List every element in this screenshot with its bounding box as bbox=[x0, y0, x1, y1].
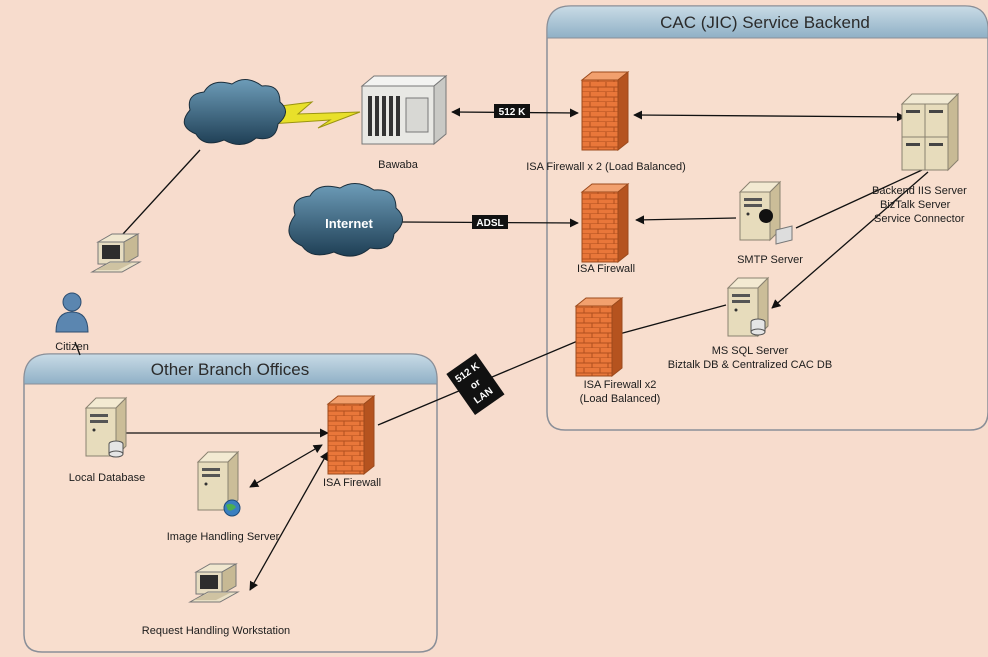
line-backend-sql bbox=[771, 171, 929, 309]
line-sql-fw bbox=[607, 304, 727, 340]
link-tag-512k: 512 K bbox=[494, 104, 530, 118]
line-fw-backend bbox=[633, 110, 906, 122]
bawaba-label: Bawaba bbox=[378, 159, 419, 171]
isa-firewall-icon bbox=[581, 183, 629, 263]
mssql-server-icon bbox=[727, 277, 769, 337]
citizen-pc-icon bbox=[91, 233, 141, 273]
isa-firewall-x2-label-line2: (Load Balanced) bbox=[580, 393, 661, 405]
line-cloud-pc bbox=[122, 149, 201, 235]
bawaba-server-icon bbox=[360, 74, 448, 146]
svg-text:ADSL: ADSL bbox=[476, 218, 503, 229]
line-backend-smtp bbox=[795, 169, 923, 229]
backend-group-title: CAC (JIC) Service Backend bbox=[660, 13, 870, 32]
svg-text:512 K: 512 K bbox=[499, 107, 526, 118]
image-server-label: Image Handling Server bbox=[167, 531, 280, 543]
isa-firewall-lb-icon bbox=[581, 71, 629, 151]
isa-firewall-label: ISA Firewall bbox=[577, 263, 635, 275]
isa-firewall-x2-icon bbox=[575, 297, 623, 377]
lightning-icon bbox=[264, 101, 361, 129]
link-tag-512k-lan: 512 K or LAN bbox=[446, 353, 505, 415]
isa-firewall-lb-label: ISA Firewall x 2 (Load Balanced) bbox=[526, 161, 686, 173]
local-database-icon bbox=[85, 397, 127, 458]
line-smtp-fw bbox=[635, 215, 737, 225]
workstation-label: Request Handling Workstation bbox=[142, 625, 290, 637]
internet-cloud: Internet bbox=[288, 183, 403, 257]
mssql-label-line1: MS SQL Server bbox=[712, 345, 789, 357]
image-server-icon bbox=[197, 451, 241, 517]
backend-label-line3: Service Connector bbox=[874, 213, 965, 225]
backend-label-line2: BizTalk Server bbox=[880, 199, 951, 211]
backend-label-line1: Backend IIS Server bbox=[872, 185, 967, 197]
internet-label: Internet bbox=[325, 216, 373, 231]
line-fw-workstation bbox=[249, 451, 329, 591]
isp-cloud bbox=[183, 79, 286, 145]
citizen-label: Citizen bbox=[55, 341, 89, 353]
line-citizen-branch bbox=[74, 341, 81, 356]
isa-firewall-x2-label-line1: ISA Firewall x2 bbox=[584, 379, 657, 391]
mssql-label-line2: Biztalk DB & Centralized CAC DB bbox=[668, 359, 832, 371]
branch-isa-firewall-icon bbox=[327, 395, 375, 475]
branch-isa-firewall-label: ISA Firewall bbox=[323, 477, 381, 489]
local-database-label: Local Database bbox=[69, 472, 145, 484]
backend-server-cluster-icon bbox=[900, 92, 960, 172]
citizen-user-icon bbox=[55, 292, 89, 333]
smtp-server-label: SMTP Server bbox=[737, 254, 803, 266]
smtp-server-icon bbox=[739, 181, 793, 245]
link-tag-adsl: ADSL bbox=[472, 215, 508, 229]
branch-group-title: Other Branch Offices bbox=[151, 360, 309, 379]
connections bbox=[74, 107, 929, 591]
